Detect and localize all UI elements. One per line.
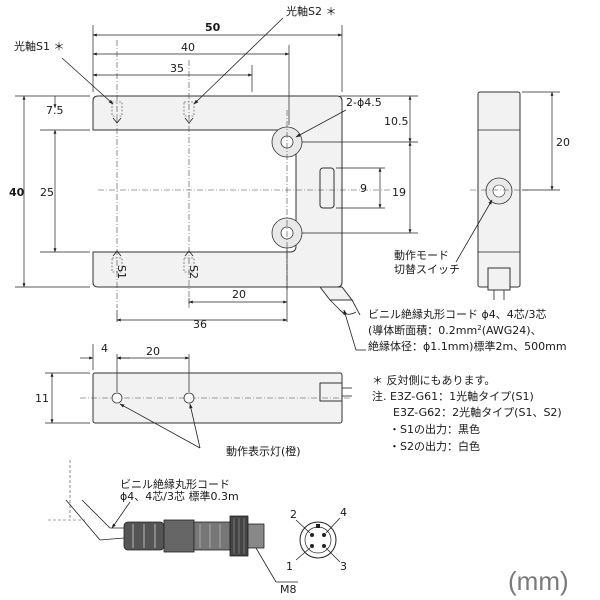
indicator-label: 動作表示灯(橙): [226, 444, 301, 458]
bottom-cable-boss: [319, 382, 343, 402]
notes-block: ＊ 反対側にもあります。 注. E3Z-G61：1光軸タイプ(S1) E3Z-G…: [372, 373, 562, 453]
bottom-view: 4 20 11 動作表示灯(橙): [35, 342, 352, 458]
axis-s1-label: 光軸S1 ＊: [14, 39, 64, 53]
connector-thread: [247, 523, 265, 549]
note-line-3: E3Z-G62：2光軸タイプ(S1、S2): [393, 405, 562, 419]
cable-exit-boss: [318, 286, 354, 301]
switch-label-2: 切替スイッチ: [394, 262, 460, 276]
pin-label-4: 4: [340, 506, 347, 519]
cable-note-line-2: (導体断面積：0.2mm2(AWG24)、: [368, 323, 542, 337]
cable-note-line-3: 絶縁体径：ϕ1.1mm)標準2m、500mm: [368, 339, 567, 353]
connector-body: [163, 519, 195, 553]
dim-width-35: 35: [170, 62, 184, 75]
cable-note: ビニル絶縁丸形コード ϕ4、4芯/3芯 (導体断面積：0.2mm2(AWG24)…: [343, 307, 567, 353]
dim-height-40: 40: [9, 186, 25, 199]
dim-axis-20: 20: [232, 288, 246, 301]
pin-label-2: 2: [290, 508, 297, 521]
dim-hole-pitch-19: 19: [392, 186, 406, 199]
axis-s2-label: 光軸S2 ＊: [286, 4, 336, 18]
slot-label-s1: S1: [115, 265, 128, 279]
pin-label-3: 3: [340, 560, 347, 573]
connector-view: ビニル絶縁丸形コード ϕ4、4芯/3芯 標準0.3m M8 2 4 1 3: [48, 460, 347, 596]
unit-label: (mm): [508, 566, 569, 596]
connector-pin-face: 2 4 1 3: [286, 506, 347, 573]
dim-axis-36: 36: [193, 318, 207, 331]
dim-width-40: 40: [181, 41, 195, 54]
hole-callout: 2-ϕ4.5: [346, 96, 382, 109]
pin-label-1: 1: [286, 560, 293, 573]
optical-axis-s2-bottom: [183, 250, 195, 273]
connector-cord: [65, 499, 111, 541]
dim-width-50: 50: [205, 21, 221, 34]
dim-inner-25: 25: [40, 186, 54, 199]
optical-axis-s1-top: [111, 101, 123, 124]
note-line-4: ・S1の出力：黒色: [389, 422, 480, 436]
optical-axis-s1-bottom: [111, 250, 123, 273]
cord-label-1: ビニル絶縁丸形コード: [120, 477, 230, 491]
note-line-1: ＊ 反対側にもあります。: [372, 373, 495, 387]
switch-label-1: 動作モード: [394, 248, 449, 262]
indicator-lamp-s2: [183, 392, 195, 404]
slot-label-s2: S2: [187, 265, 200, 279]
note-line-2: 注. E3Z-G61：1光軸タイプ(S1): [372, 389, 534, 403]
dim-bottom-20: 20: [146, 345, 160, 358]
side-cable-boss: [487, 267, 511, 291]
thread-label: M8: [280, 583, 297, 596]
note-line-5: ・S2の出力：白色: [389, 439, 480, 453]
dim-bottom-11: 11: [35, 392, 49, 405]
dim-side-20: 20: [556, 136, 570, 149]
dim-hole-10-5: 10.5: [384, 115, 409, 128]
indicator-lamp-s1: [111, 392, 123, 404]
mounting-hole-upper: [271, 126, 303, 158]
cable-note-line-1: ビニル絶縁丸形コード ϕ4、4芯/3芯: [368, 307, 546, 321]
front-view: S1 S2 50 40 35 光軸S1 ＊ 光軸S2 ＊ 40 7.5 25: [9, 4, 418, 331]
sensor-body-front: [92, 95, 343, 288]
dim-slot-9: 9: [360, 182, 367, 195]
dim-axis-7-5: 7.5: [46, 104, 64, 117]
cord-label-2: ϕ4、4芯/3芯 標準0.3m: [120, 489, 239, 503]
optical-axis-s2-top: [183, 101, 195, 124]
side-view: 20 動作モード 切替スイッチ: [394, 91, 570, 300]
mode-switch-slot: [319, 167, 335, 209]
dim-bottom-4: 4: [101, 342, 108, 355]
